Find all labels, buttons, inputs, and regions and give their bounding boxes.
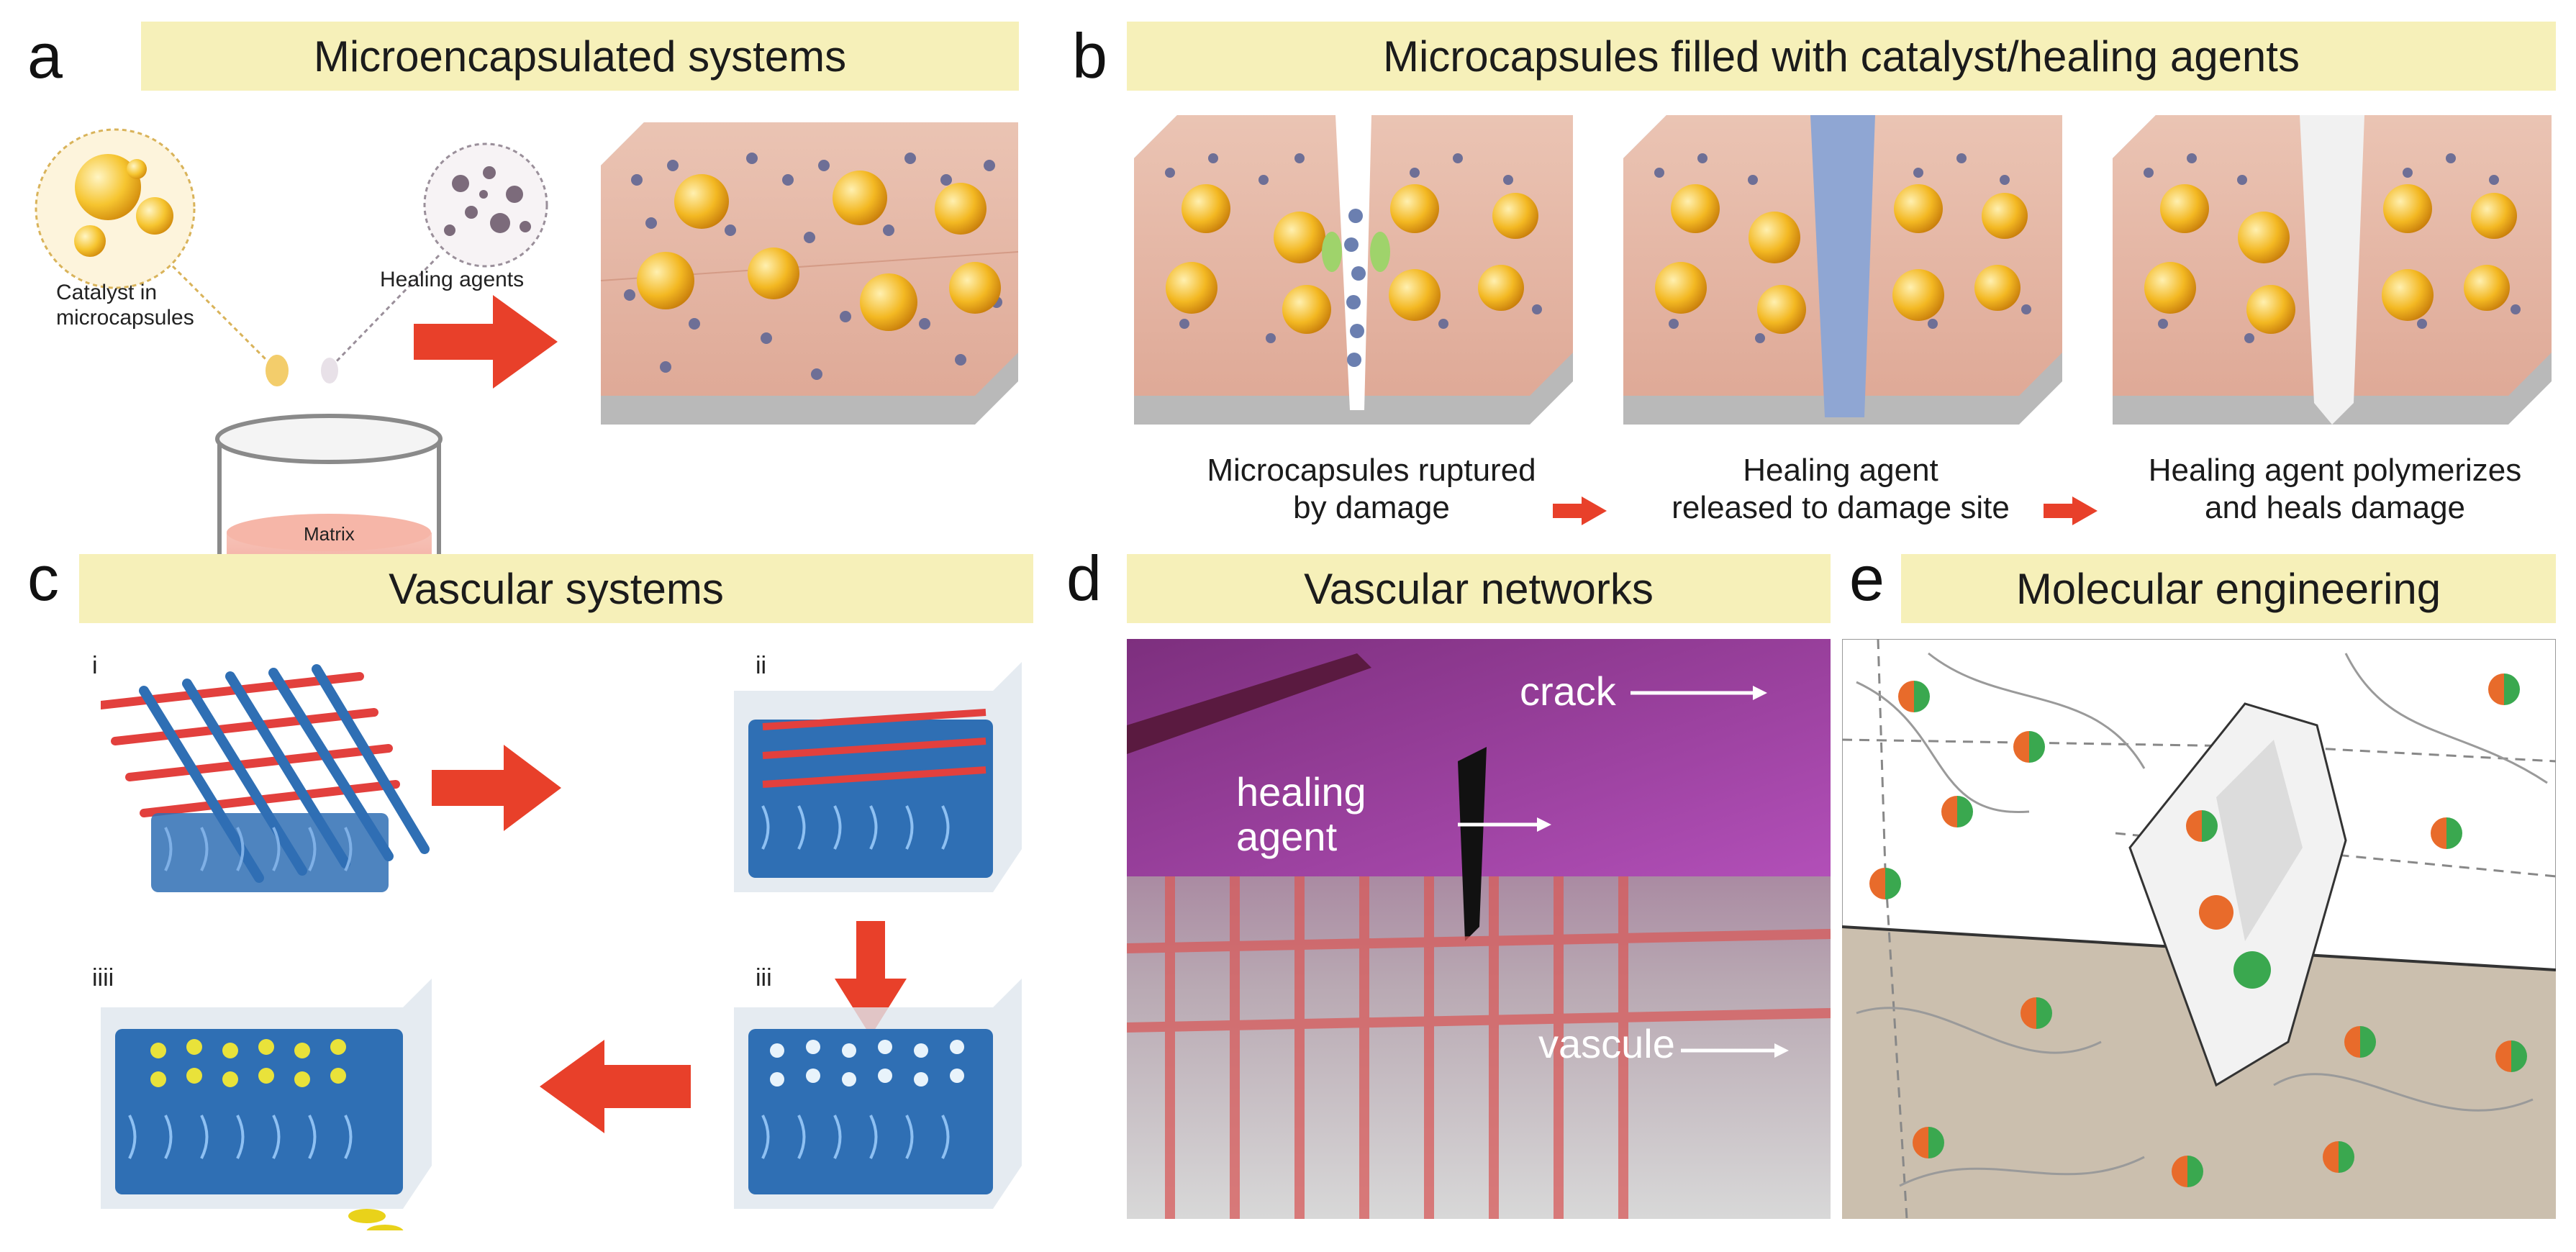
panel-label-b: b <box>1072 20 1107 91</box>
catalyst-label: Catalyst in microcapsules <box>56 281 194 330</box>
vascular-stages <box>101 662 1022 1230</box>
panel-d-title: Vascular networks <box>1127 554 1831 623</box>
panel-b-title: Microcapsules filled with catalyst/heali… <box>1127 22 2556 91</box>
composite-block-a <box>600 122 1019 425</box>
matrix-label: Matrix <box>304 523 355 545</box>
panel-a-title: Microencapsulated systems <box>141 22 1019 91</box>
block-released <box>1623 115 2062 425</box>
damage-sequence-blocks <box>1134 115 2552 425</box>
vascular-network-render <box>1127 639 1831 1219</box>
panel-label-d: d <box>1066 543 1102 614</box>
panel-label-e: e <box>1849 543 1885 614</box>
process-arrow-a <box>414 295 558 389</box>
stage-iiii-block <box>101 979 432 1230</box>
stage-iii-block <box>734 979 1022 1209</box>
vascule-annotation: vascule <box>1538 1021 1675 1066</box>
panel-label-c: c <box>27 543 59 614</box>
panel-label-a: a <box>27 20 63 91</box>
stage-label-ii: ii <box>756 652 767 679</box>
panel-e-title: Molecular engineering <box>1901 554 2556 623</box>
molecular-network <box>1842 639 2556 1219</box>
panel-c-title: Vascular systems <box>79 554 1033 623</box>
healing-agents-label: Healing agents <box>380 268 525 291</box>
stage-label-i: i <box>92 652 98 679</box>
stage-label-iiii: iiii <box>92 964 114 992</box>
block-ruptured <box>1134 115 1573 425</box>
step-arrow-1 <box>1553 496 1607 525</box>
step-arrow-2 <box>2044 496 2097 525</box>
step-caption-3: Healing agent polymerizes and heals dama… <box>2148 453 2522 525</box>
stage-ii-block <box>734 662 1022 892</box>
stage-label-iii: iii <box>756 964 772 992</box>
stage-i-weave <box>101 664 430 892</box>
block-healed <box>2113 115 2552 425</box>
step-caption-1: Microcapsules ruptured by damage <box>1207 453 1536 525</box>
healing-agent-annotation: healing agent <box>1236 769 1366 859</box>
crack-annotation: crack <box>1520 668 1616 714</box>
step-caption-2: Healing agent released to damage site <box>1672 453 2010 525</box>
